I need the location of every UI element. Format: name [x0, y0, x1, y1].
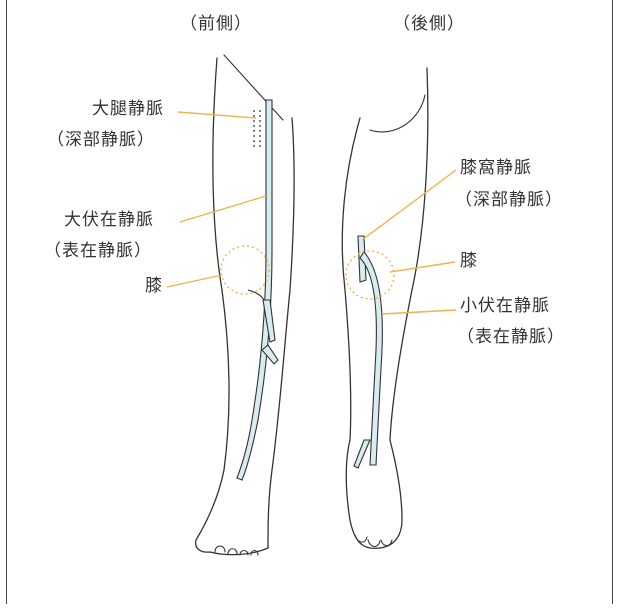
leader-lines: [167, 112, 456, 314]
knee-label-back: 膝: [460, 251, 478, 271]
popliteal-vein-label: 膝窩静脈: [460, 158, 532, 178]
front-knee-circle: [221, 246, 269, 294]
small-saphenous-vein-label: 小伏在静脈: [460, 296, 550, 316]
deep-vein-label-back: （深部静脈）: [455, 190, 563, 210]
deep-vein-label-front: （深部静脈）: [47, 130, 155, 150]
back-leg: [342, 68, 428, 548]
superficial-vein-label-back: （表在静脈）: [457, 327, 565, 347]
great-saphenous-vein: [237, 100, 278, 480]
femoral-vein-label: 大腿静脈: [92, 99, 164, 119]
back-view-heading: （後側）: [393, 14, 465, 34]
front-view-heading: （前側）: [180, 14, 252, 34]
femoral-vein-dotted: [254, 110, 260, 150]
knee-label-front: 膝: [145, 276, 163, 296]
great-saphenous-vein-label: 大伏在静脈: [64, 210, 154, 230]
small-saphenous-vein: [354, 252, 382, 468]
front-leg: [196, 55, 295, 555]
superficial-vein-label-front: （表在静脈）: [44, 241, 152, 261]
